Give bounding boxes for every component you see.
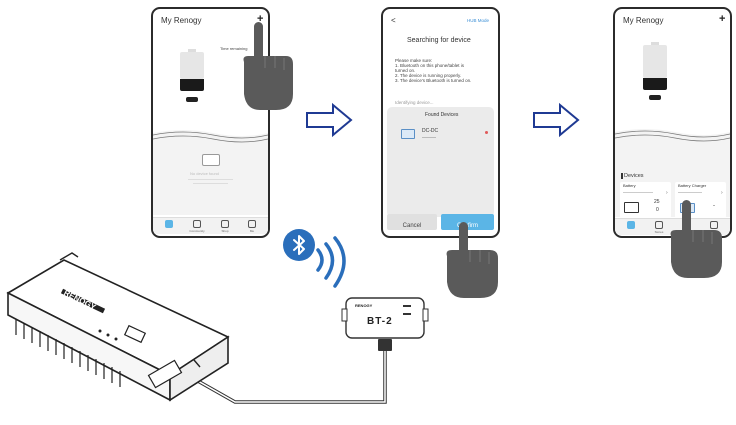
nav-me[interactable]: Me (237, 220, 267, 233)
devices-section-title: Devices (624, 173, 644, 179)
chevron-right-icon: › (666, 190, 668, 196)
bluetooth-icon (283, 229, 315, 261)
instructions-line-5: 3. The device's Bluetooth is turned on. (395, 78, 472, 83)
pointing-hand-icon (243, 22, 293, 110)
battery-percent-badge (649, 95, 661, 100)
nav-stores[interactable]: Stores (644, 221, 674, 234)
app-title: My Renogy (623, 16, 664, 25)
wave-divider (615, 129, 730, 150)
battery-icon (180, 49, 204, 95)
module-brand: RENOGY (355, 303, 373, 308)
found-devices-panel: Found Devices DC-DC (387, 107, 494, 217)
empty-device-icon (202, 154, 220, 166)
bt2-connector (378, 339, 392, 351)
device-row-dc-dc[interactable]: DC-DC (391, 123, 490, 145)
card-value: - (713, 203, 715, 209)
time-remaining-label: Time remaining (220, 46, 248, 51)
instructions-line-3: turned on. (395, 68, 416, 73)
card-title: Battery (623, 183, 636, 188)
add-device-button[interactable]: + (719, 13, 726, 25)
instructions-line-1: Please make sure: (395, 58, 433, 63)
chevron-right-icon: › (721, 190, 723, 196)
empty-state-title: No device found (190, 171, 219, 176)
battery-terminal-icon (624, 202, 639, 213)
app-title: My Renogy (161, 16, 202, 25)
battery-icon (643, 42, 667, 92)
wireless-signal-icon (316, 236, 346, 288)
selected-indicator (485, 131, 488, 134)
card-title: Battery Charger (678, 183, 707, 188)
instructions-line-2: 1. Bluetooth on this phone/tablet is (395, 63, 465, 68)
pointing-hand-icon (670, 200, 722, 278)
search-title: Searching for device (407, 37, 471, 44)
add-device-button[interactable]: + (257, 13, 264, 25)
found-devices-title: Found Devices (425, 112, 459, 118)
card-value-2: 0 (656, 207, 659, 213)
battery-percent-badge (186, 97, 198, 102)
identifying-label: Identifying device... (395, 100, 434, 105)
phone-my-renogy-devices: My Renogy + Devices Battery › 25 0 Batte… (613, 7, 732, 238)
wave-divider (153, 130, 268, 151)
charger-icon (401, 129, 415, 139)
phone-searching-device: < HUB Mode Searching for device Please m… (381, 7, 500, 238)
nav-community[interactable]: Community (182, 220, 212, 233)
nav-home[interactable] (154, 220, 184, 229)
phone-my-renogy-empty: My Renogy + Time remaining No device fou… (151, 7, 270, 238)
hub-mode-link[interactable]: HUB Mode (467, 18, 490, 23)
device-name: DC-DC (422, 128, 439, 134)
device-card-battery[interactable]: Battery › 25 0 (620, 182, 671, 218)
module-label: BT-2 (367, 316, 393, 327)
cancel-button[interactable]: Cancel (387, 214, 437, 230)
dc-charger-unit (6, 252, 230, 402)
flow-arrow-1 (306, 102, 353, 138)
flow-arrow-2 (533, 102, 580, 138)
back-button[interactable]: < (391, 16, 396, 25)
nav-home[interactable] (616, 221, 646, 230)
bottom-nav: Community Shop Me (153, 217, 268, 234)
pointing-hand-icon (446, 222, 498, 298)
instructions-line-4: 2. The device is running properly. (395, 73, 462, 78)
card-value-1: 25 (654, 199, 660, 205)
nav-shop[interactable]: Shop (210, 220, 240, 233)
bt2-module: RENOGY BT-2 (341, 297, 429, 341)
